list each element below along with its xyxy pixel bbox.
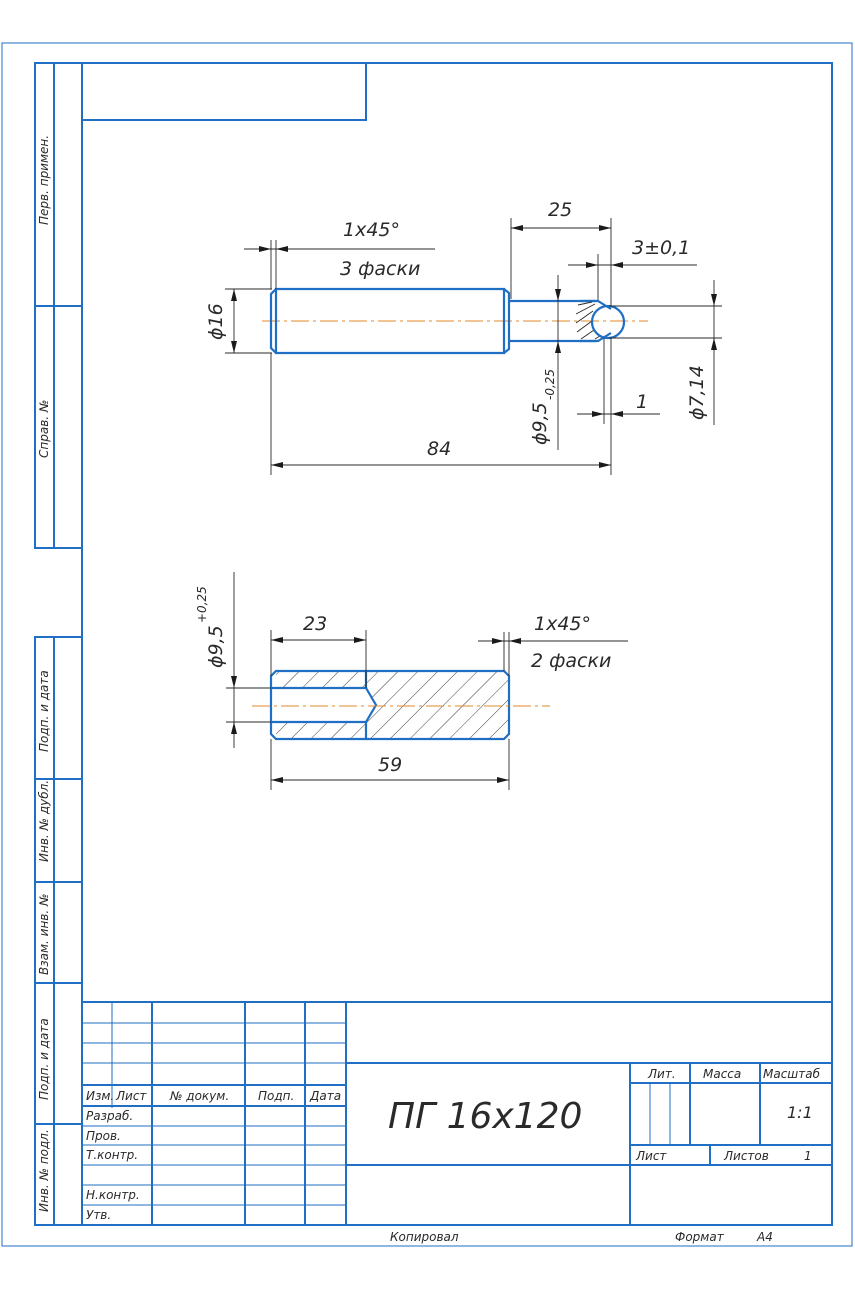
part1-dia-neck: ϕ9,5 xyxy=(529,402,551,445)
part2-chamfer-note: 2 фаски xyxy=(531,650,611,672)
tb-col-podp: Подп. xyxy=(258,1089,294,1103)
part1-arrow-groove-a xyxy=(586,262,598,268)
tb-col-list: Лист xyxy=(115,1089,147,1103)
part1-arrow-25-b xyxy=(599,225,611,231)
part1-chamfer-note: 3 фаски xyxy=(340,258,420,280)
side-label-perv-primen: Перв. примен. xyxy=(37,135,51,225)
tb-row-prov: Пров. xyxy=(86,1129,121,1143)
part1-arrow-84-a xyxy=(271,462,283,468)
part2-arrow-23-b xyxy=(354,637,366,643)
part2-arrow-d95-b xyxy=(231,722,237,734)
tb-list: Лист xyxy=(635,1149,667,1163)
footer-format-value: А4 xyxy=(756,1230,773,1244)
part1-ball xyxy=(590,304,626,340)
part2-arrow-chamfer-b xyxy=(509,638,521,644)
side-label-podp-data-1: Подп. и дата xyxy=(37,670,51,752)
side-strip-upper xyxy=(34,62,82,549)
tb-listov: Листов xyxy=(723,1149,769,1163)
part2-drawing: ϕ9,5 +0,25 23 1x45° 2 фаски 59 xyxy=(195,572,628,790)
part2-dia-bore-tol: +0,25 xyxy=(195,586,209,623)
part1-offset-label: 1 xyxy=(636,391,648,413)
part1-arrow-d95-b xyxy=(555,341,561,353)
tb-col-doc: № докум. xyxy=(169,1089,229,1103)
part1-drawing: 1x45° 3 фаски 25 3±0,1 ϕ16 ϕ9,5 -0,25 xyxy=(205,199,722,475)
tb-lit: Лит. xyxy=(647,1067,676,1081)
part1-arrow-d16-b xyxy=(231,341,237,353)
part1-arrow-d95-a xyxy=(555,289,561,301)
tb-row-razrab: Разраб. xyxy=(86,1109,133,1123)
part1-arrow-84-b xyxy=(599,462,611,468)
part1-arrow-groove-b xyxy=(611,262,623,268)
part1-arrow-chamfer-1 xyxy=(259,246,271,252)
part1-dia-neck-tol: -0,25 xyxy=(543,369,557,400)
tb-designation: ПГ 16х120 xyxy=(388,1096,582,1137)
part1-hatching xyxy=(575,301,601,340)
side-label-inv-dubl: Инв. № дубл. xyxy=(37,780,51,862)
part2-bore-depth: 23 xyxy=(303,613,327,635)
part1-arrow-25-a xyxy=(511,225,523,231)
tb-row-tkontr: Т.контр. xyxy=(86,1148,138,1162)
part1-chamfer-label: 1x45° xyxy=(343,219,400,241)
part1-arrow-d714-b xyxy=(711,338,717,350)
part1-dia-main: ϕ16 xyxy=(205,303,227,340)
side-strip-lower xyxy=(34,636,82,1226)
part1-length-25: 25 xyxy=(548,199,572,221)
part2-bore-clear xyxy=(271,688,374,722)
part2-arrow-59-b xyxy=(497,777,509,783)
footer-format-label: Формат xyxy=(675,1230,725,1244)
title-block xyxy=(82,1001,832,1225)
part2-dia-bore: ϕ9,5 xyxy=(205,625,227,668)
tb-col-data: Дата xyxy=(309,1089,341,1103)
side-label-inv-podl: Инв. № подл. xyxy=(37,1129,51,1212)
part2-arrow-23-a xyxy=(271,637,283,643)
part2-arrow-59-a xyxy=(271,777,283,783)
tb-col-izm: Изм. xyxy=(86,1089,114,1103)
part1-groove-label: 3±0,1 xyxy=(632,237,690,259)
part2-total-length: 59 xyxy=(378,754,402,776)
part2-arrow-d95-a xyxy=(231,676,237,688)
tb-scale-value: 1:1 xyxy=(787,1103,813,1122)
side-label-podp-data-2: Подп. и дата xyxy=(37,1018,51,1100)
sheet-border xyxy=(1,42,853,1247)
drawing-frame xyxy=(81,62,833,1226)
tb-row-nkontr: Н.контр. xyxy=(86,1188,140,1202)
tb-row-utv: Утв. xyxy=(86,1208,111,1222)
part2-arrow-chamfer-a xyxy=(492,638,504,644)
part1-arrow-offset-a xyxy=(592,411,604,417)
top-left-box xyxy=(82,63,367,121)
footer-kopiroval: Копировал xyxy=(390,1230,459,1244)
part2-bore-outline xyxy=(271,686,378,724)
part1-arrow-offset-b xyxy=(611,411,623,417)
part1-total-length: 84 xyxy=(427,438,451,460)
part1-arrow-d16-a xyxy=(231,289,237,301)
part1-dia-ball: ϕ7,14 xyxy=(686,365,708,420)
side-label-vzam-inv: Взам. инв. № xyxy=(37,894,51,975)
part2-outline xyxy=(269,669,511,741)
part1-arrow-chamfer-2 xyxy=(276,246,288,252)
part1-arrow-d714-a xyxy=(711,294,717,306)
part1-chamfer-right xyxy=(503,288,511,354)
tb-listov-value: 1 xyxy=(804,1149,812,1163)
tb-massa: Масса xyxy=(703,1067,741,1081)
part2-chamfer-label: 1x45° xyxy=(534,613,591,635)
side-label-sprav: Справ. № xyxy=(37,400,51,458)
part1-chamfer-left xyxy=(269,288,277,354)
tb-masshtab: Масштаб xyxy=(763,1067,821,1081)
